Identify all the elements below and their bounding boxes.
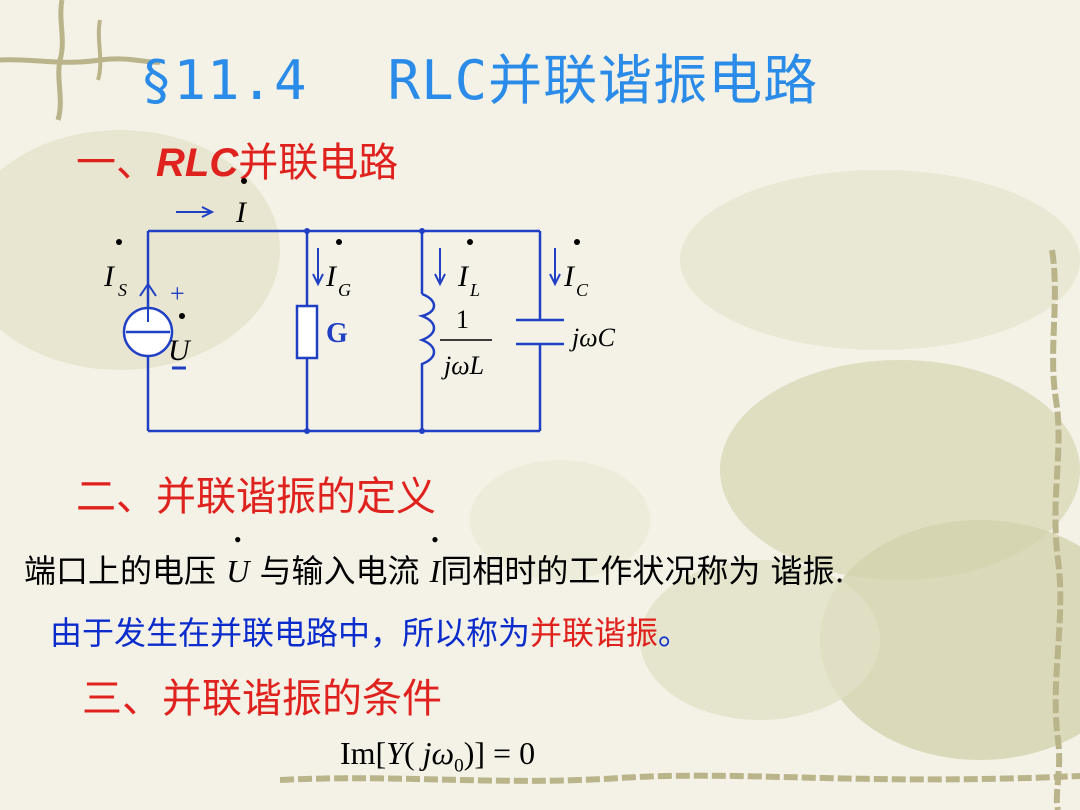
formula-sub: 0 (454, 755, 464, 777)
definition-part1: 端口上的电压 (24, 552, 217, 590)
heading-em: RLC (156, 141, 239, 185)
formula-j: j (422, 735, 432, 771)
formula-open: ( (404, 735, 423, 771)
note-part1: 由于发生在并联电路中，所以称为 (50, 614, 531, 652)
section-number: §11.4 (140, 49, 308, 112)
definition-voltage: U (226, 553, 249, 589)
heading-label: 并联电路 (238, 140, 399, 186)
definition-text: 端口上的电压 U 与输入电流 I同相时的工作状况称为 谐振. (24, 546, 845, 592)
resonance-condition-formula: Im[Y( jω0)] = 0 (340, 735, 535, 777)
note-end: 。 (658, 614, 691, 652)
heading-resonance-definition: 二、并联谐振的定义 (76, 474, 436, 520)
heading-resonance-condition: 三、并联谐振的条件 (82, 676, 442, 722)
note-highlight: 并联谐振 (530, 614, 659, 652)
heading-number: 一、 (76, 140, 156, 186)
definition-part3: 同相时的工作状况称为 谐振. (440, 552, 845, 590)
formula-y: Y (386, 735, 404, 771)
definition-current: I (430, 553, 441, 589)
slide-title: §11.4 RLC并联谐振电路 (140, 36, 818, 115)
heading-rlc-parallel-circuit: 一、RLC并联电路 (76, 130, 398, 188)
formula-omega: ω (431, 735, 455, 771)
title-text: RLC并联谐振电路 (387, 49, 819, 112)
formula-im: Im[ (340, 735, 387, 771)
note-text: 由于发生在并联电路中，所以称为并联谐振。 (50, 608, 690, 654)
formula-close: )] = 0 (463, 735, 536, 771)
definition-part2: 与输入电流 (259, 552, 420, 590)
